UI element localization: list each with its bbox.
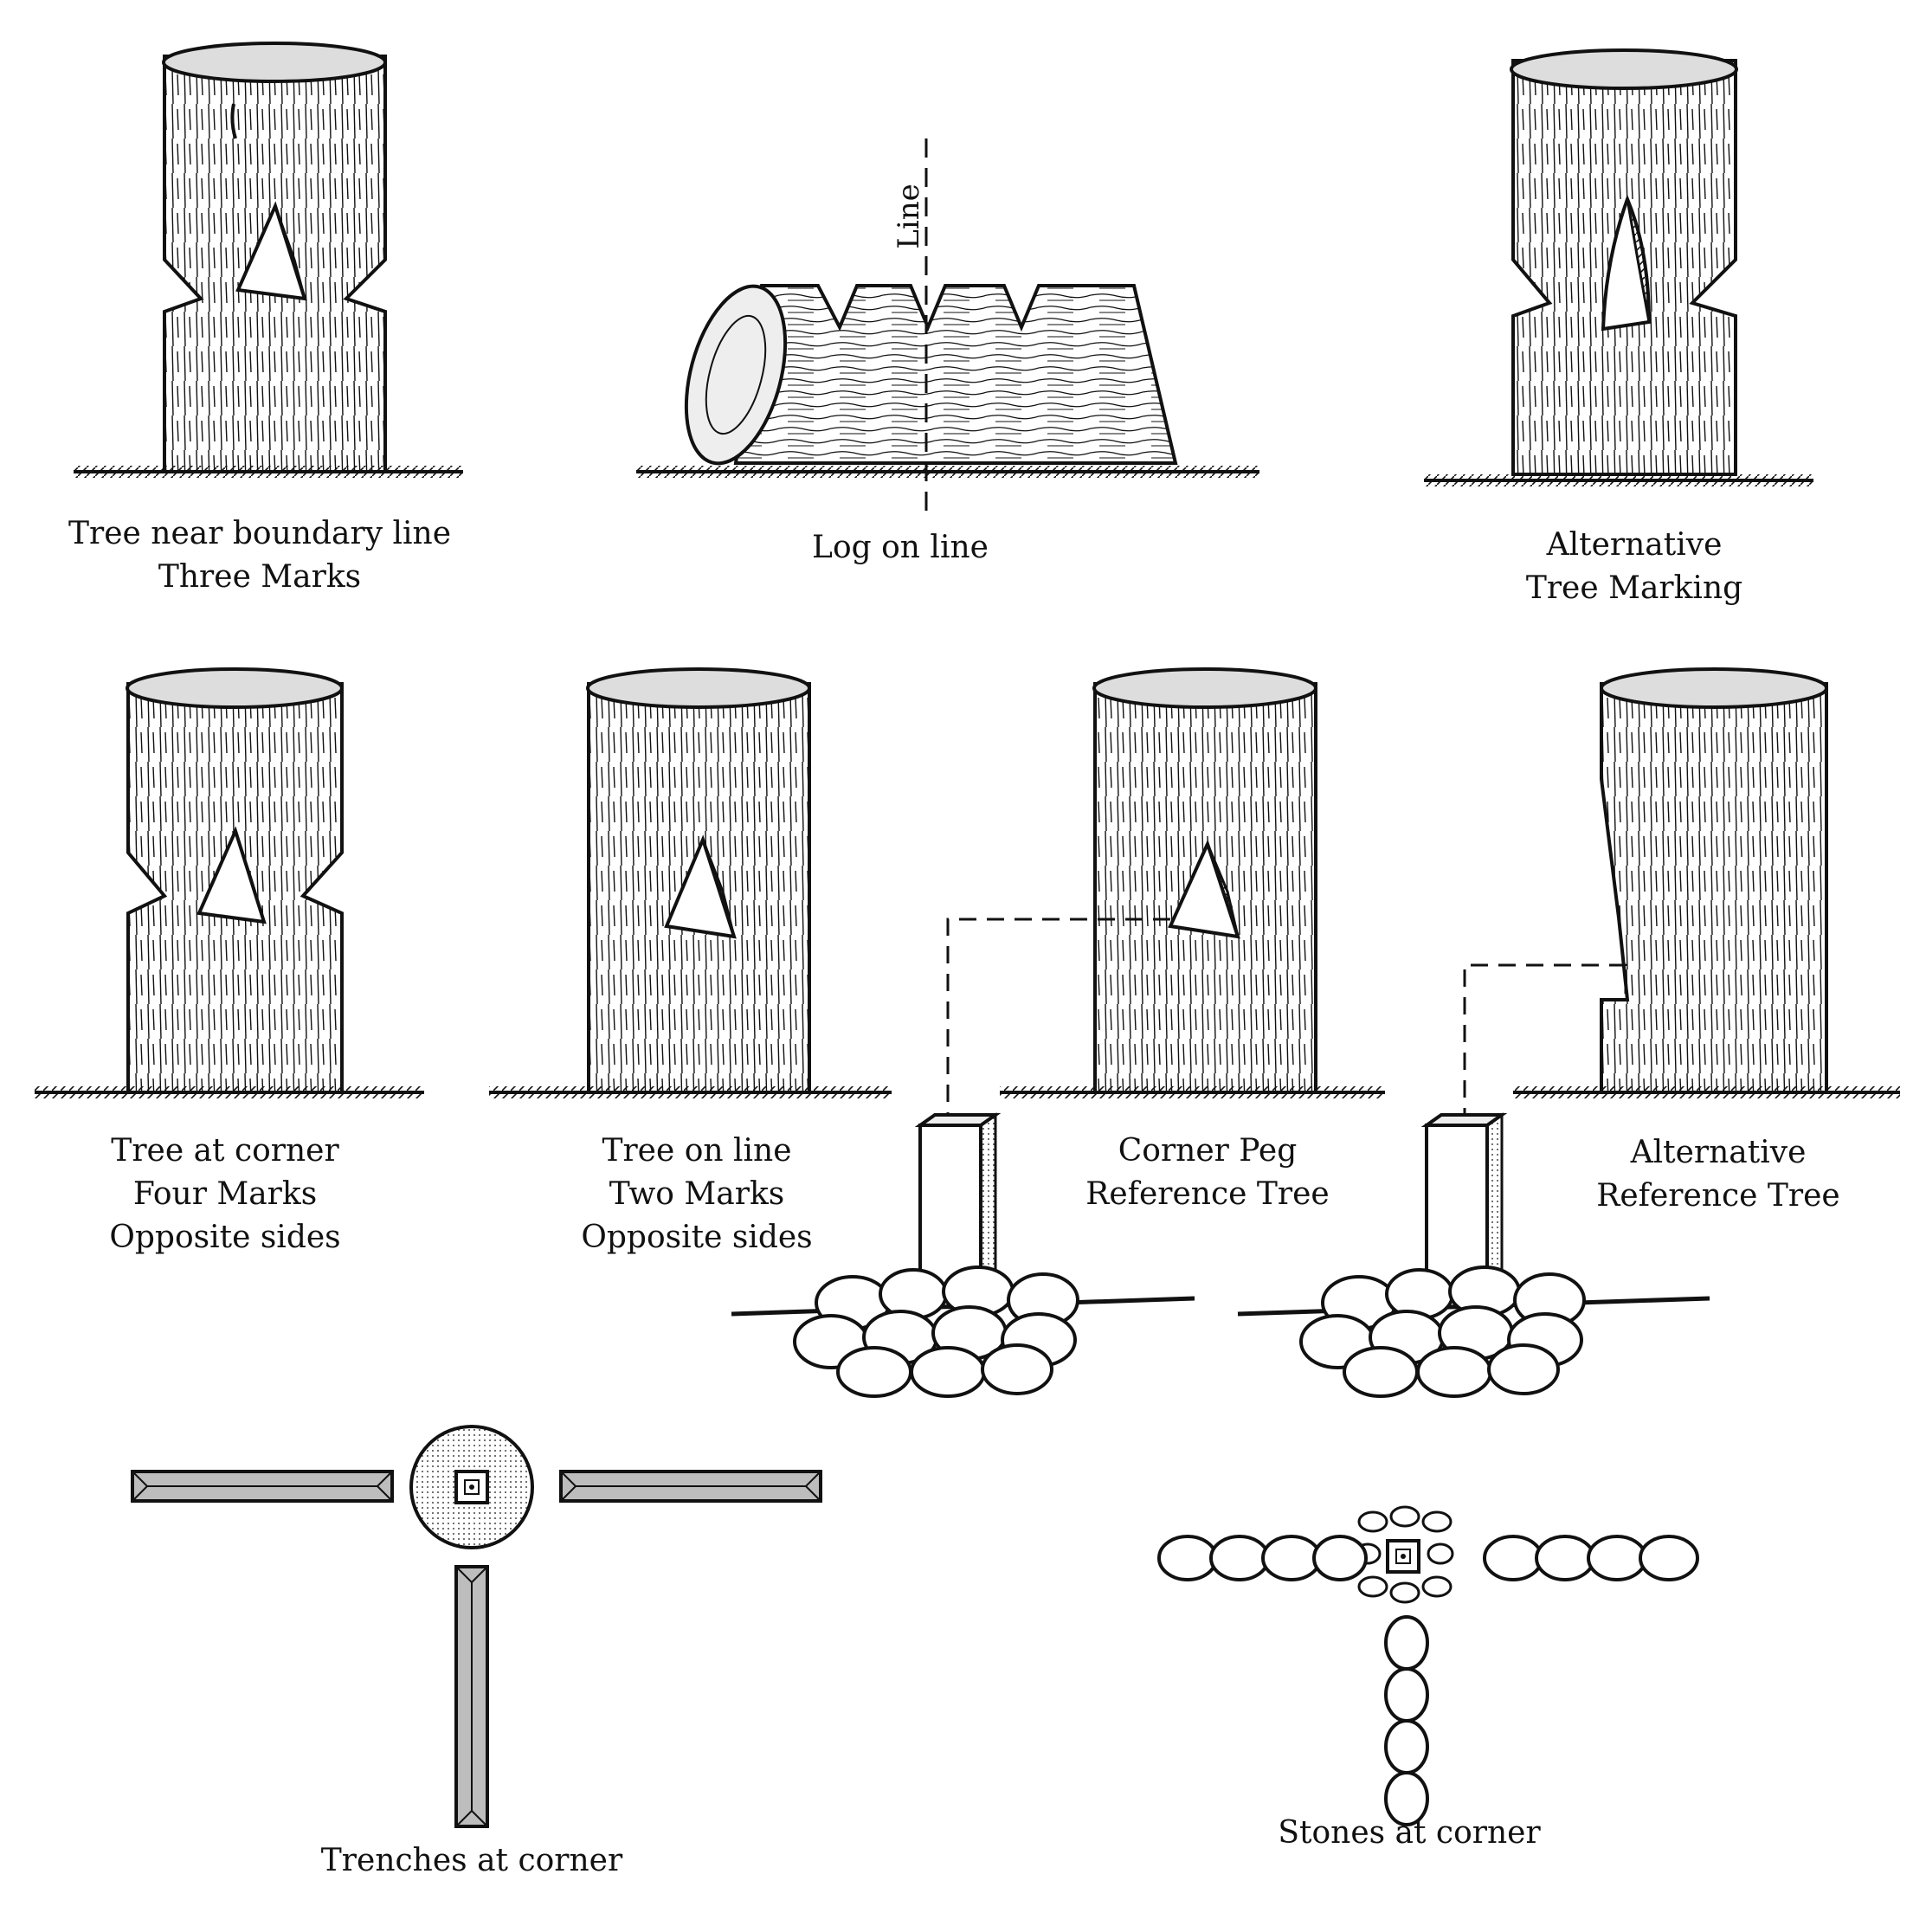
- caption-line: Stones at corner: [1278, 1815, 1541, 1851]
- caption-line: Opposite sides: [581, 1220, 813, 1255]
- corner-peg-cairn-1: [731, 1112, 1195, 1398]
- caption-tree-on-line: Tree on line Two Marks Opposite sides: [581, 1130, 812, 1259]
- tree-at-corner-drawing: [126, 667, 344, 1094]
- caption-line: Reference Tree: [1085, 1176, 1330, 1212]
- caption-line: Alternative: [1630, 1135, 1807, 1170]
- caption-line: Alternative: [1546, 527, 1723, 563]
- caption-alternative-tree-marking: Alternative Tree Marking: [1526, 524, 1742, 610]
- stones-at-corner-drawing: [1157, 1505, 1699, 1826]
- caption-line: Trenches at corner: [320, 1843, 623, 1878]
- caption-line: Tree on line: [602, 1133, 792, 1169]
- caption-line: Reference Tree: [1596, 1178, 1840, 1214]
- caption-log-on-line: Log on line: [812, 526, 989, 570]
- log-on-line-drawing: [684, 138, 1178, 511]
- caption-line: Two Marks: [609, 1176, 785, 1212]
- caption-line: Three Marks: [158, 559, 362, 595]
- line-axis-label: Line: [892, 184, 926, 249]
- tree-on-line-drawing: [586, 667, 811, 1094]
- caption-line: Opposite sides: [109, 1220, 341, 1255]
- caption-line: Log on line: [812, 530, 989, 565]
- caption-line: Tree near boundary line: [68, 516, 451, 551]
- alternative-reference-tree-drawing: [1463, 667, 1828, 1121]
- corner-peg-cairn-2: [1237, 1112, 1710, 1398]
- alternative-tree-marking-drawing: [1510, 48, 1738, 476]
- caption-tree-near-boundary: Tree near boundary line Three Marks: [68, 512, 451, 599]
- caption-line: Four Marks: [132, 1176, 318, 1212]
- caption-tree-at-corner: Tree at corner Four Marks Opposite sides: [109, 1130, 340, 1259]
- caption-stones-at-corner: Stones at corner: [1278, 1812, 1540, 1855]
- corner-peg-reference-tree-drawing: [946, 667, 1317, 1121]
- caption-trenches-at-corner: Trenches at corner: [321, 1839, 622, 1883]
- caption-corner-peg-reference-tree: Corner Peg Reference Tree: [1085, 1130, 1329, 1216]
- tree-near-boundary-drawing: [162, 42, 387, 473]
- caption-alternative-reference-tree: Alternative Reference Tree: [1596, 1131, 1839, 1218]
- caption-line: Tree Marking: [1525, 570, 1743, 606]
- caption-line: Corner Peg: [1118, 1133, 1298, 1169]
- trenches-at-corner-drawing: [131, 1425, 822, 1828]
- caption-line: Tree at corner: [111, 1133, 339, 1169]
